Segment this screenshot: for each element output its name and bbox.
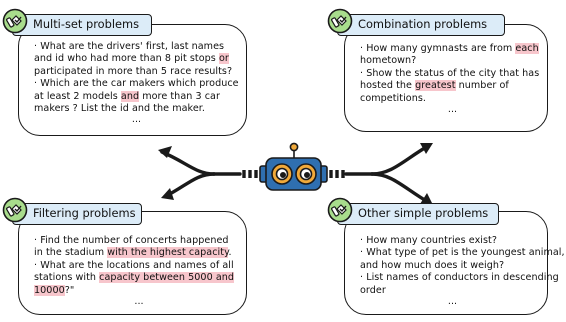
text-segment: number of [455, 80, 509, 92]
text-segment: more than 3 car [139, 90, 220, 102]
highlighted-phrase: or [218, 53, 229, 65]
text-segment: and id who had more than 8 pit stops [34, 53, 219, 65]
question-line: and id who had more than 8 pit stops or [34, 53, 239, 65]
text-segment: · What type of pet is the youngest anima… [360, 247, 565, 259]
text-segment: · What are the locations and names of al… [34, 259, 234, 271]
robot-icon [259, 142, 328, 191]
text-segment: · How many gymnasts are from [360, 43, 516, 54]
highlighted-phrase: and [120, 90, 140, 102]
combination-title: Combination problems [337, 14, 505, 36]
other-title: Other simple problems [337, 203, 499, 225]
question-line: competitions. [360, 93, 545, 105]
multiset-title: Multi-set problems [12, 14, 152, 36]
other-card [344, 211, 548, 315]
hand-check-icon [2, 8, 28, 34]
text-segment: hometown? [360, 55, 417, 67]
right-arrow-upper [370, 144, 430, 176]
combination-card [344, 24, 548, 132]
text-segment: · How many countries exist? [360, 235, 498, 246]
question-line: · Show the status of the city that has [360, 68, 545, 80]
question-line: participated in more than 5 race results… [34, 66, 239, 78]
text-segment: · What are the drivers' first, last name… [34, 41, 225, 52]
text-segment: order [360, 284, 386, 296]
ellipsis: ... [447, 296, 458, 308]
highlighted-phrase: greatest [415, 80, 456, 92]
highlighted-phrase: each [515, 43, 539, 54]
question-line: in the stadium with the highest capacity… [34, 247, 244, 259]
highlighted-phrase: with the highest capacity [107, 247, 229, 259]
question-line: makers ? List the id and the maker. [34, 103, 239, 115]
highlighted-phrase: capacity between 5000 and [99, 272, 235, 284]
question-line: · How many gymnasts are from each [360, 43, 545, 55]
text-segment: participated in more than 5 race results… [34, 65, 233, 77]
question-line: order [360, 285, 545, 297]
question-line: · What are the locations and names of al… [34, 260, 244, 272]
arrowhead-right-lower [420, 193, 433, 205]
question-line: hosted the greatest number of [360, 80, 545, 92]
arrowhead-right-upper [420, 143, 433, 154]
filtering-card [18, 211, 247, 315]
question-line: and how much does it weigh? [360, 260, 545, 272]
question-line: at least 2 models and more than 3 car [34, 90, 239, 103]
other-card-body: · How many countries exist?· What type o… [360, 235, 565, 308]
text-segment: and how much does it weigh? [360, 259, 505, 271]
left-arrow-lower [164, 172, 216, 198]
question-line: hometown? [360, 55, 545, 67]
question-line: · Which are the car makers which produce [34, 78, 239, 90]
ellipsis: ... [134, 296, 144, 308]
highlighted-phrase: 10000 [34, 284, 65, 296]
text-segment: makers ? List the id and the maker. [34, 103, 205, 115]
hand-check-icon [2, 197, 28, 223]
ellipsis: ... [447, 104, 458, 116]
arrowhead-left-upper [158, 146, 172, 158]
arrowhead-left-lower [161, 188, 174, 200]
question-line: · List names of conductors in descending [360, 272, 559, 284]
multiset-card-body: · What are the drivers' first, last name… [34, 41, 239, 125]
text-segment: stations with [34, 272, 100, 284]
question-line: · What type of pet is the youngest anima… [360, 247, 565, 259]
question-line: · How many countries exist? [360, 235, 545, 247]
text-segment: competitions. [360, 92, 426, 104]
text-segment: in the stadium [34, 247, 108, 259]
text-segment: · Show the status of the city that has [360, 67, 540, 79]
hand-check-icon [327, 8, 353, 34]
right-arrow-lower [370, 172, 430, 204]
filtering-title: Filtering problems [12, 203, 142, 225]
hand-check-icon [327, 197, 353, 223]
text-segment: . [228, 247, 232, 259]
ellipsis: ... [131, 114, 142, 126]
question-line: · What are the drivers' first, last name… [34, 41, 239, 53]
left-arrow-upper [160, 150, 216, 176]
text-segment: · List names of conductors in descending [360, 272, 559, 284]
question-line: 10000?" [34, 284, 244, 297]
question-line: · Find the number of concerts happened [34, 235, 244, 247]
text-segment: · Which are the car makers which produce [34, 78, 239, 90]
text-segment: ?" [64, 284, 75, 296]
question-line: stations with capacity between 5000 and [34, 272, 244, 284]
text-segment: at least 2 models [34, 90, 121, 102]
text-segment: · Find the number of concerts happened [34, 235, 229, 246]
text-segment: hosted the [360, 80, 416, 92]
